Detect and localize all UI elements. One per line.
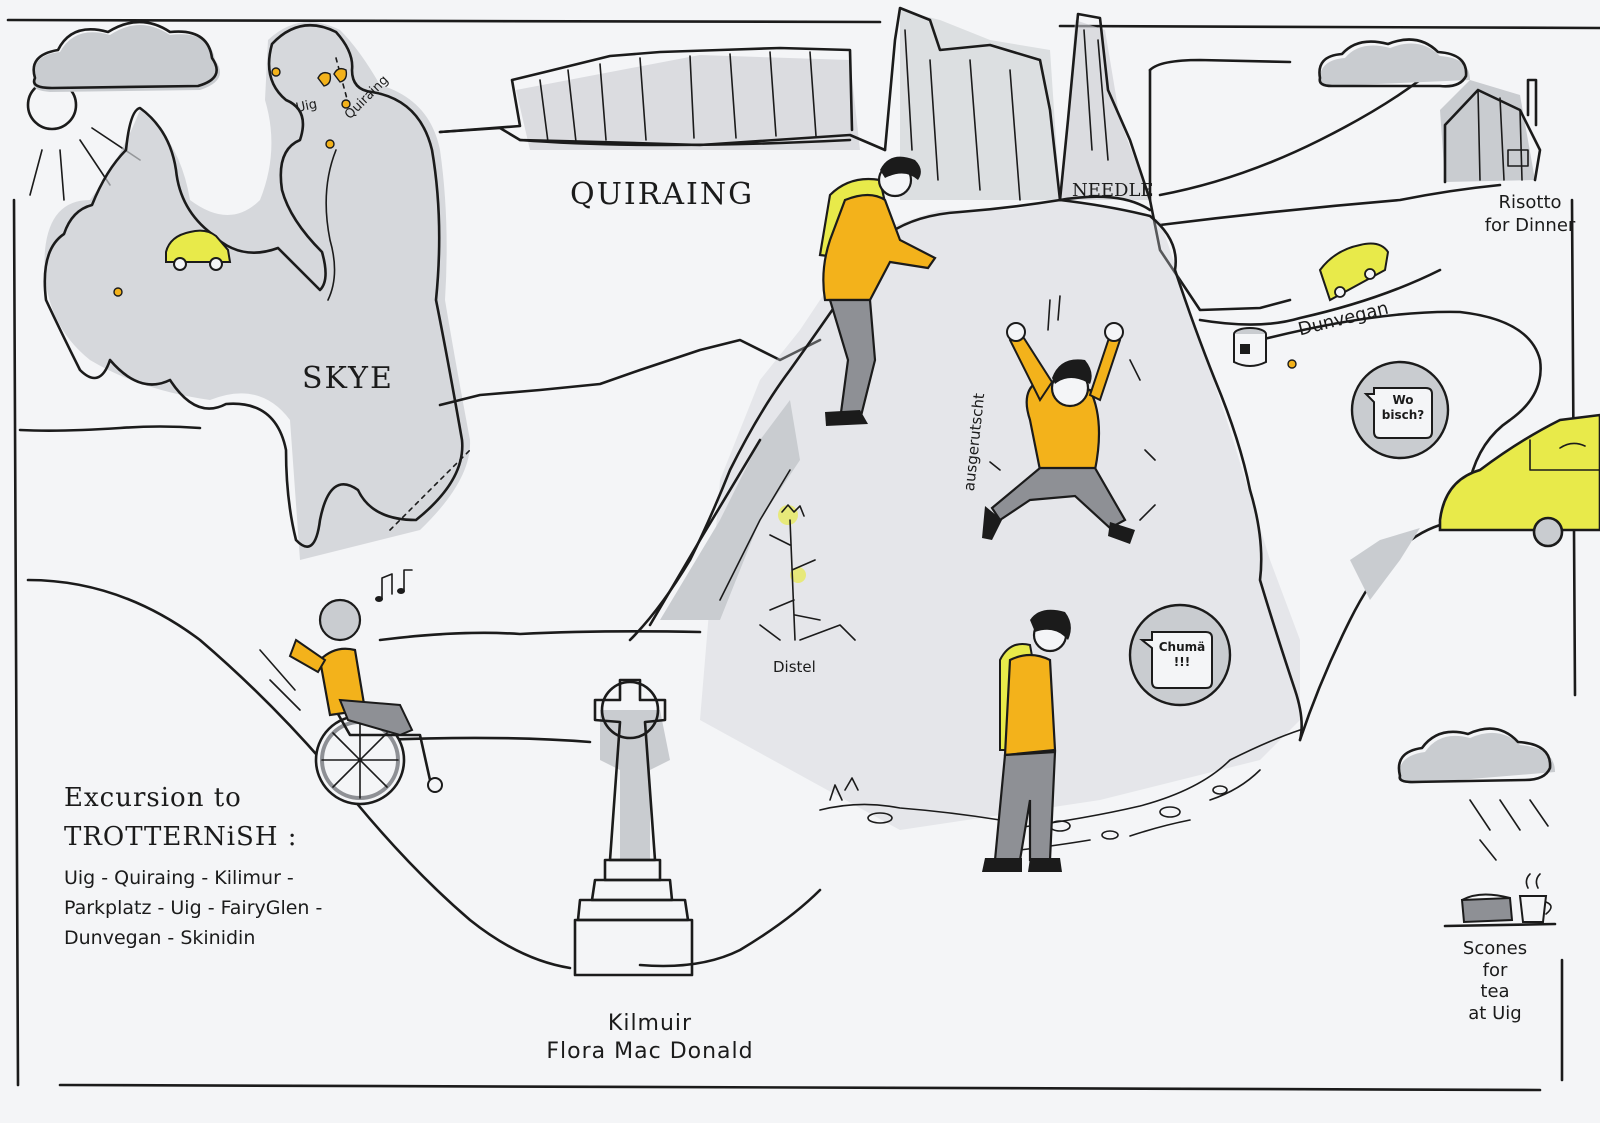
label-skye: SKYE bbox=[302, 361, 394, 396]
excursion-route-line1: Uig - Quiraing - Kilimur - bbox=[64, 867, 294, 889]
skye-map bbox=[43, 22, 471, 560]
cloud-icon bbox=[1397, 727, 1555, 861]
hiker-climbing bbox=[818, 156, 937, 426]
label-needle: NEEDLE bbox=[1072, 180, 1154, 201]
cross-icon bbox=[573, 678, 694, 977]
landscape-lines bbox=[18, 58, 1502, 432]
label-distel: Distel bbox=[773, 658, 816, 676]
car-icon bbox=[1318, 242, 1390, 302]
excursion-title-line2: TROTTERNiSH : bbox=[64, 821, 298, 852]
mountain bbox=[628, 198, 1303, 830]
rubble bbox=[819, 729, 1301, 851]
right-terrain bbox=[1058, 195, 1542, 742]
house-icon bbox=[1440, 78, 1542, 184]
label-kilmuir: Kilmuir Flora Mac Donald bbox=[546, 1011, 754, 1064]
hiker-slipping bbox=[982, 295, 1156, 544]
bubble-text-chumm: Chumä !!! bbox=[1158, 640, 1206, 669]
cloud-icon bbox=[1318, 38, 1470, 88]
speech-bubble-wo-bisch bbox=[1350, 360, 1450, 460]
excursion-route-line2: Parkplatz - Uig - FairyGlen - bbox=[64, 896, 323, 919]
excursion-block: Excursion to TROTTERNiSH : Uig - Quirain… bbox=[64, 782, 322, 950]
excursion-title-line1: Excursion to bbox=[64, 783, 242, 813]
thistle-icon bbox=[759, 504, 856, 641]
label-quiraing: QUIRAING bbox=[570, 177, 755, 212]
castle-icon bbox=[1233, 327, 1267, 367]
car-icon bbox=[1438, 413, 1600, 548]
speech-bubble-chumm bbox=[1128, 603, 1232, 707]
needle-rocks bbox=[883, 6, 1152, 202]
wheelchair-icon bbox=[259, 598, 443, 806]
quiraing-cliffs bbox=[438, 46, 860, 150]
car-icon bbox=[165, 229, 232, 271]
excursion-route-line3: Dunvegan - Skinidin bbox=[64, 926, 256, 949]
hiker-standing bbox=[982, 609, 1071, 872]
cloud-icon bbox=[32, 20, 220, 92]
label-risotto: Risotto for Dinner bbox=[1484, 192, 1576, 236]
cake-icon bbox=[1443, 893, 1557, 928]
cup-icon bbox=[1518, 873, 1552, 923]
bubble-text-wo-bisch: Wo bisch? bbox=[1381, 393, 1425, 422]
music-note-icon bbox=[375, 569, 413, 602]
label-scones: Scones for tea at Uig bbox=[1462, 938, 1528, 1024]
